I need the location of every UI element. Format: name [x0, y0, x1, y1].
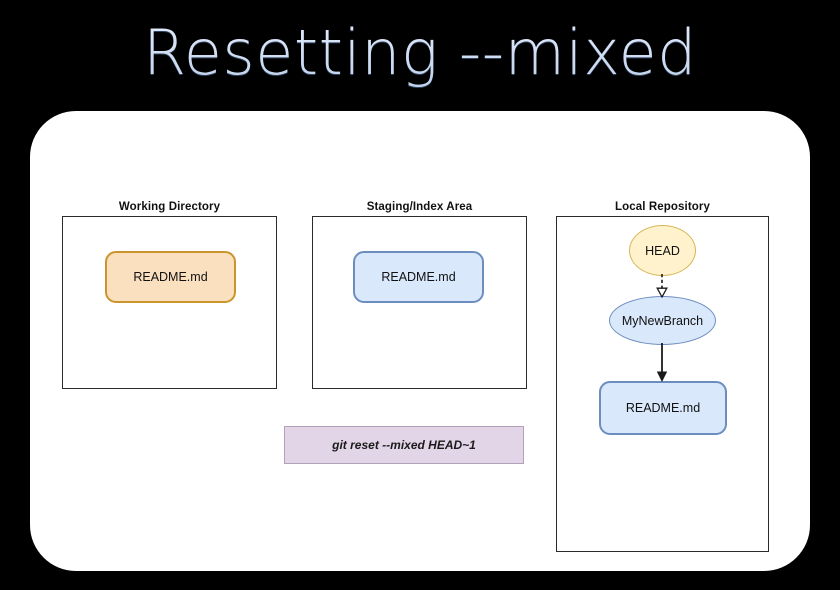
- panel-caption-working-directory: Working Directory: [118, 201, 221, 213]
- panel-working-directory: [62, 216, 277, 389]
- panel-caption-staging-index-area: Staging/Index Area: [366, 201, 473, 213]
- node-readme-staging-area: README.md: [353, 251, 484, 303]
- node-mynewbranch: MyNewBranch: [609, 296, 716, 345]
- edge-head-to-mynewbranch-arrow: [656, 274, 668, 298]
- edge-mynewbranch-to-readme-arrow: [656, 343, 668, 382]
- page-title-shadow: Resetting --mixed: [0, 15, 840, 93]
- page-title: Resetting --mixed: [0, 14, 840, 92]
- node-readme-local-repository: README.md: [599, 381, 727, 435]
- node-head: HEAD: [629, 225, 696, 276]
- node-readme-working-directory: README.md: [105, 251, 236, 303]
- git-command-chip: git reset --mixed HEAD~1: [284, 426, 524, 464]
- panel-caption-local-repository: Local Repository: [615, 201, 710, 213]
